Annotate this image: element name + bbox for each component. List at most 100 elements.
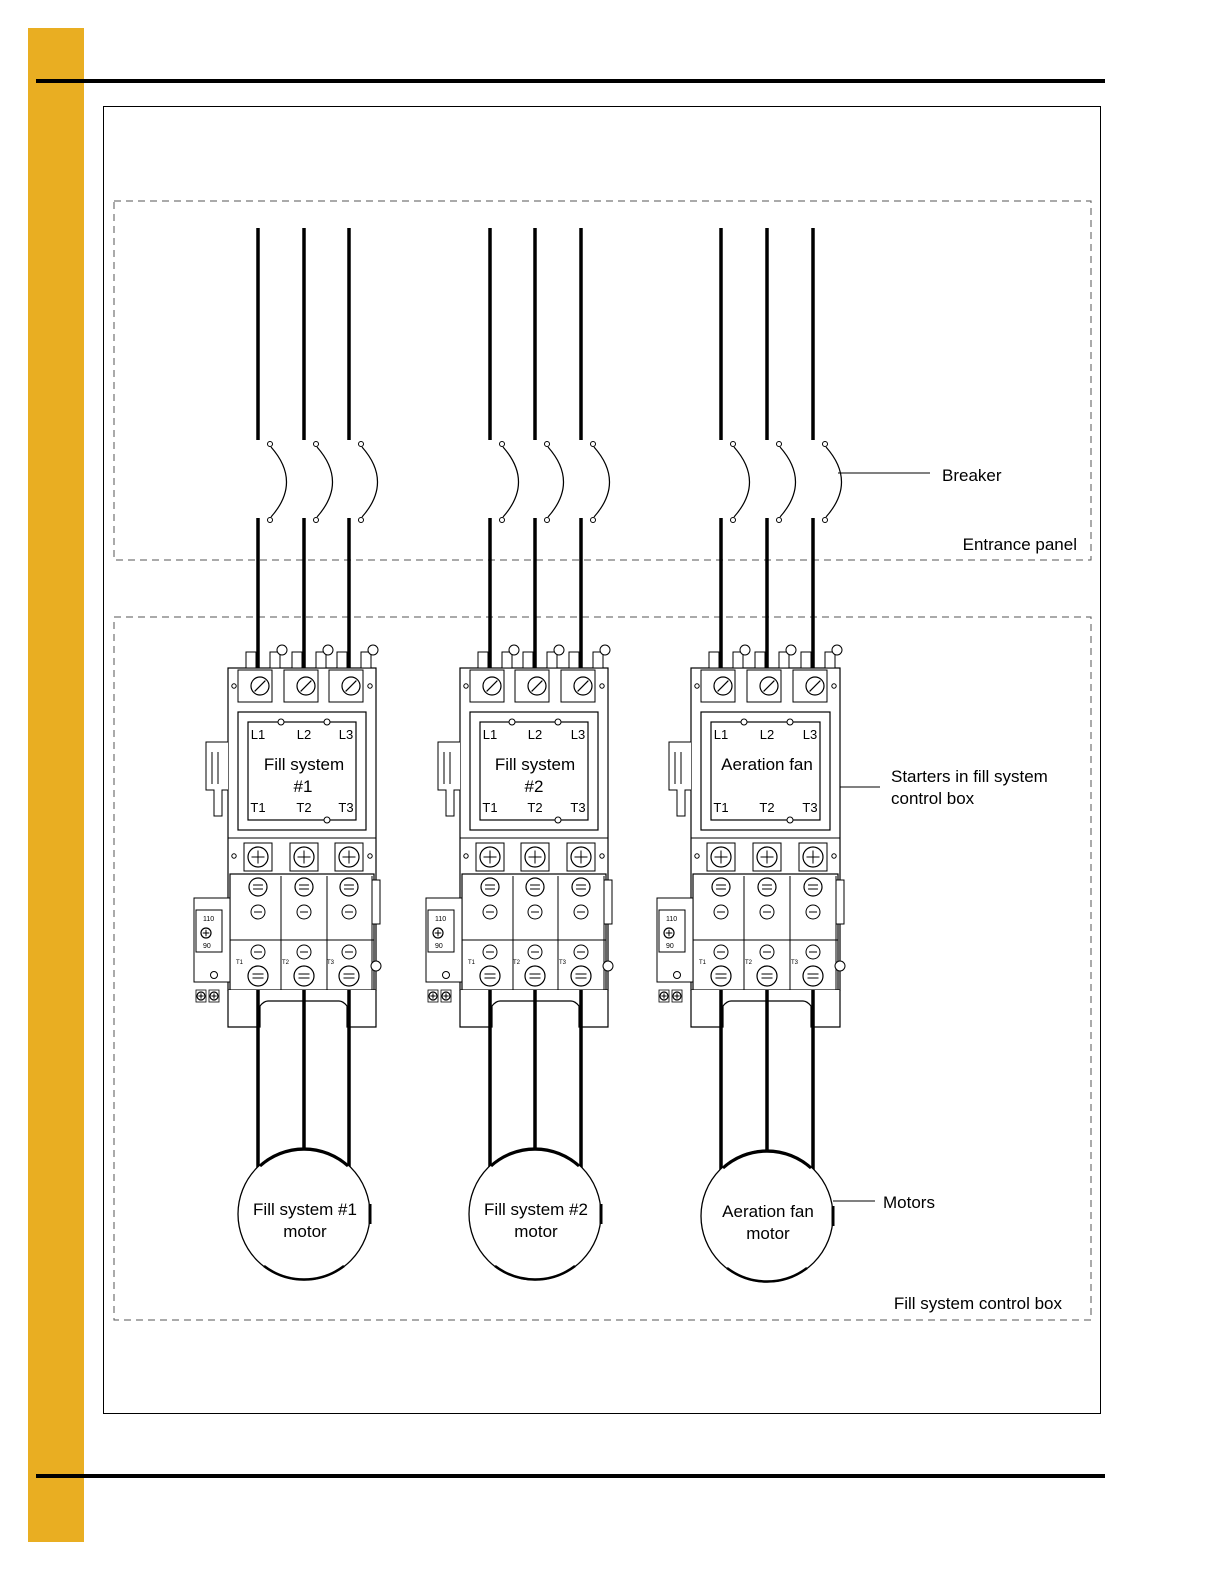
aux-screw: [600, 645, 610, 655]
dial-lock: [674, 972, 681, 979]
breaker-contact: [731, 518, 736, 523]
top-clamp: [755, 652, 765, 668]
breaker-contact: [777, 518, 782, 523]
overload-terminal-label: T1: [236, 960, 244, 966]
breaker-arc: [362, 447, 378, 517]
overload-screw-top: [572, 878, 590, 896]
load-terminal-label: T2: [296, 800, 311, 815]
top-clamp: [523, 652, 533, 668]
motor-label-line1: Fill system #1: [253, 1200, 357, 1219]
starter-name-line1: Aeration fan: [721, 755, 813, 774]
top-clamp: [478, 652, 488, 668]
motors-label: Motors: [883, 1193, 935, 1212]
line-terminal-label: L1: [714, 727, 728, 742]
starters-label-line1: Starters in fill system: [891, 767, 1048, 786]
plate-rivet: [278, 719, 284, 725]
top-clamp: [547, 652, 557, 668]
aux-screw: [277, 645, 287, 655]
line-terminal-label: L3: [803, 727, 817, 742]
plate-rivet: [555, 719, 561, 725]
breaker-contact: [545, 518, 550, 523]
overload-side-tab: [604, 880, 612, 924]
breaker-arc: [780, 447, 796, 517]
top-clamp: [825, 652, 835, 668]
breaker-arc: [548, 447, 564, 517]
line-terminal-label: L1: [251, 727, 265, 742]
overload-screw-top: [295, 878, 313, 896]
breaker-contact: [268, 442, 273, 447]
overload-dial-max: 110: [203, 916, 214, 923]
top-clamp: [779, 652, 789, 668]
top-clamp: [502, 652, 512, 668]
circuit-1: L1L2L3T1T2T3Fill system#1T1T2T311090Fill…: [194, 228, 381, 1280]
overload-dial-max: 110: [666, 916, 677, 923]
aux-screw: [740, 645, 750, 655]
overload-terminal-label: T2: [513, 960, 521, 966]
overload-screw-bottom: [525, 966, 545, 986]
top-clamp: [337, 652, 347, 668]
overload-dial-max: 110: [435, 916, 446, 923]
reset-knob: [371, 961, 381, 971]
motor-label-line2: motor: [514, 1222, 558, 1241]
plate-rivet: [555, 817, 561, 823]
circuit-2: L1L2L3T1T2T3Fill system#2T1T2T311090Fill…: [426, 228, 613, 1280]
starter-name-line2: #2: [525, 777, 544, 796]
overload-screw-bottom: [571, 966, 591, 986]
overload-dial-min: 90: [666, 943, 674, 950]
overload-terminal-label: T3: [559, 960, 567, 966]
breaker-contact: [268, 518, 273, 523]
overload-screw-top: [340, 878, 358, 896]
load-terminal-label: T1: [482, 800, 497, 815]
top-clamp: [709, 652, 719, 668]
breaker-label: Breaker: [942, 466, 1002, 485]
overload-terminal-label: T3: [791, 960, 799, 966]
overload-screw-bottom: [757, 966, 777, 986]
load-terminal-label: T1: [713, 800, 728, 815]
overload-terminal-label: T1: [468, 960, 476, 966]
overload-screw-top: [712, 878, 730, 896]
aux-screw: [509, 645, 519, 655]
overload-screw-bottom: [480, 966, 500, 986]
overload-screw-bottom: [803, 966, 823, 986]
reset-knob: [835, 961, 845, 971]
breaker-contact: [777, 442, 782, 447]
breaker-contact: [731, 442, 736, 447]
breaker-contact: [823, 442, 828, 447]
overload-terminal-label: T2: [745, 960, 753, 966]
control-box-label: Fill system control box: [894, 1294, 1063, 1313]
plate-rivet: [509, 719, 515, 725]
breaker-contact: [500, 442, 505, 447]
breaker-arc: [734, 447, 750, 517]
top-clamp: [593, 652, 603, 668]
motor-label-line1: Aeration fan: [722, 1202, 814, 1221]
plate-rivet: [787, 817, 793, 823]
line-terminal-label: L1: [483, 727, 497, 742]
top-clamp: [569, 652, 579, 668]
starter-name-line1: Fill system: [264, 755, 344, 774]
breaker-contact: [314, 518, 319, 523]
plate-rivet: [787, 719, 793, 725]
line-terminal-label: L2: [760, 727, 774, 742]
breaker-contact: [591, 442, 596, 447]
starter-name-line2: #1: [294, 777, 313, 796]
aux-screw: [832, 645, 842, 655]
plate-rivet: [324, 719, 330, 725]
aux-screw: [786, 645, 796, 655]
overload-terminal-label: T2: [282, 960, 290, 966]
load-terminal-label: T2: [527, 800, 542, 815]
top-clamp: [316, 652, 326, 668]
load-terminal-label: T3: [570, 800, 585, 815]
overload-dial-min: 90: [203, 943, 211, 950]
breaker-arc: [271, 447, 287, 517]
breaker-contact: [823, 518, 828, 523]
top-clamp: [733, 652, 743, 668]
overload-terminal-label: T1: [699, 960, 707, 966]
line-terminal-label: L2: [297, 727, 311, 742]
line-terminal-label: L2: [528, 727, 542, 742]
load-terminal-label: T3: [802, 800, 817, 815]
overload-screw-top: [526, 878, 544, 896]
aux-screw: [323, 645, 333, 655]
plate-rivet: [324, 817, 330, 823]
top-clamp: [246, 652, 256, 668]
